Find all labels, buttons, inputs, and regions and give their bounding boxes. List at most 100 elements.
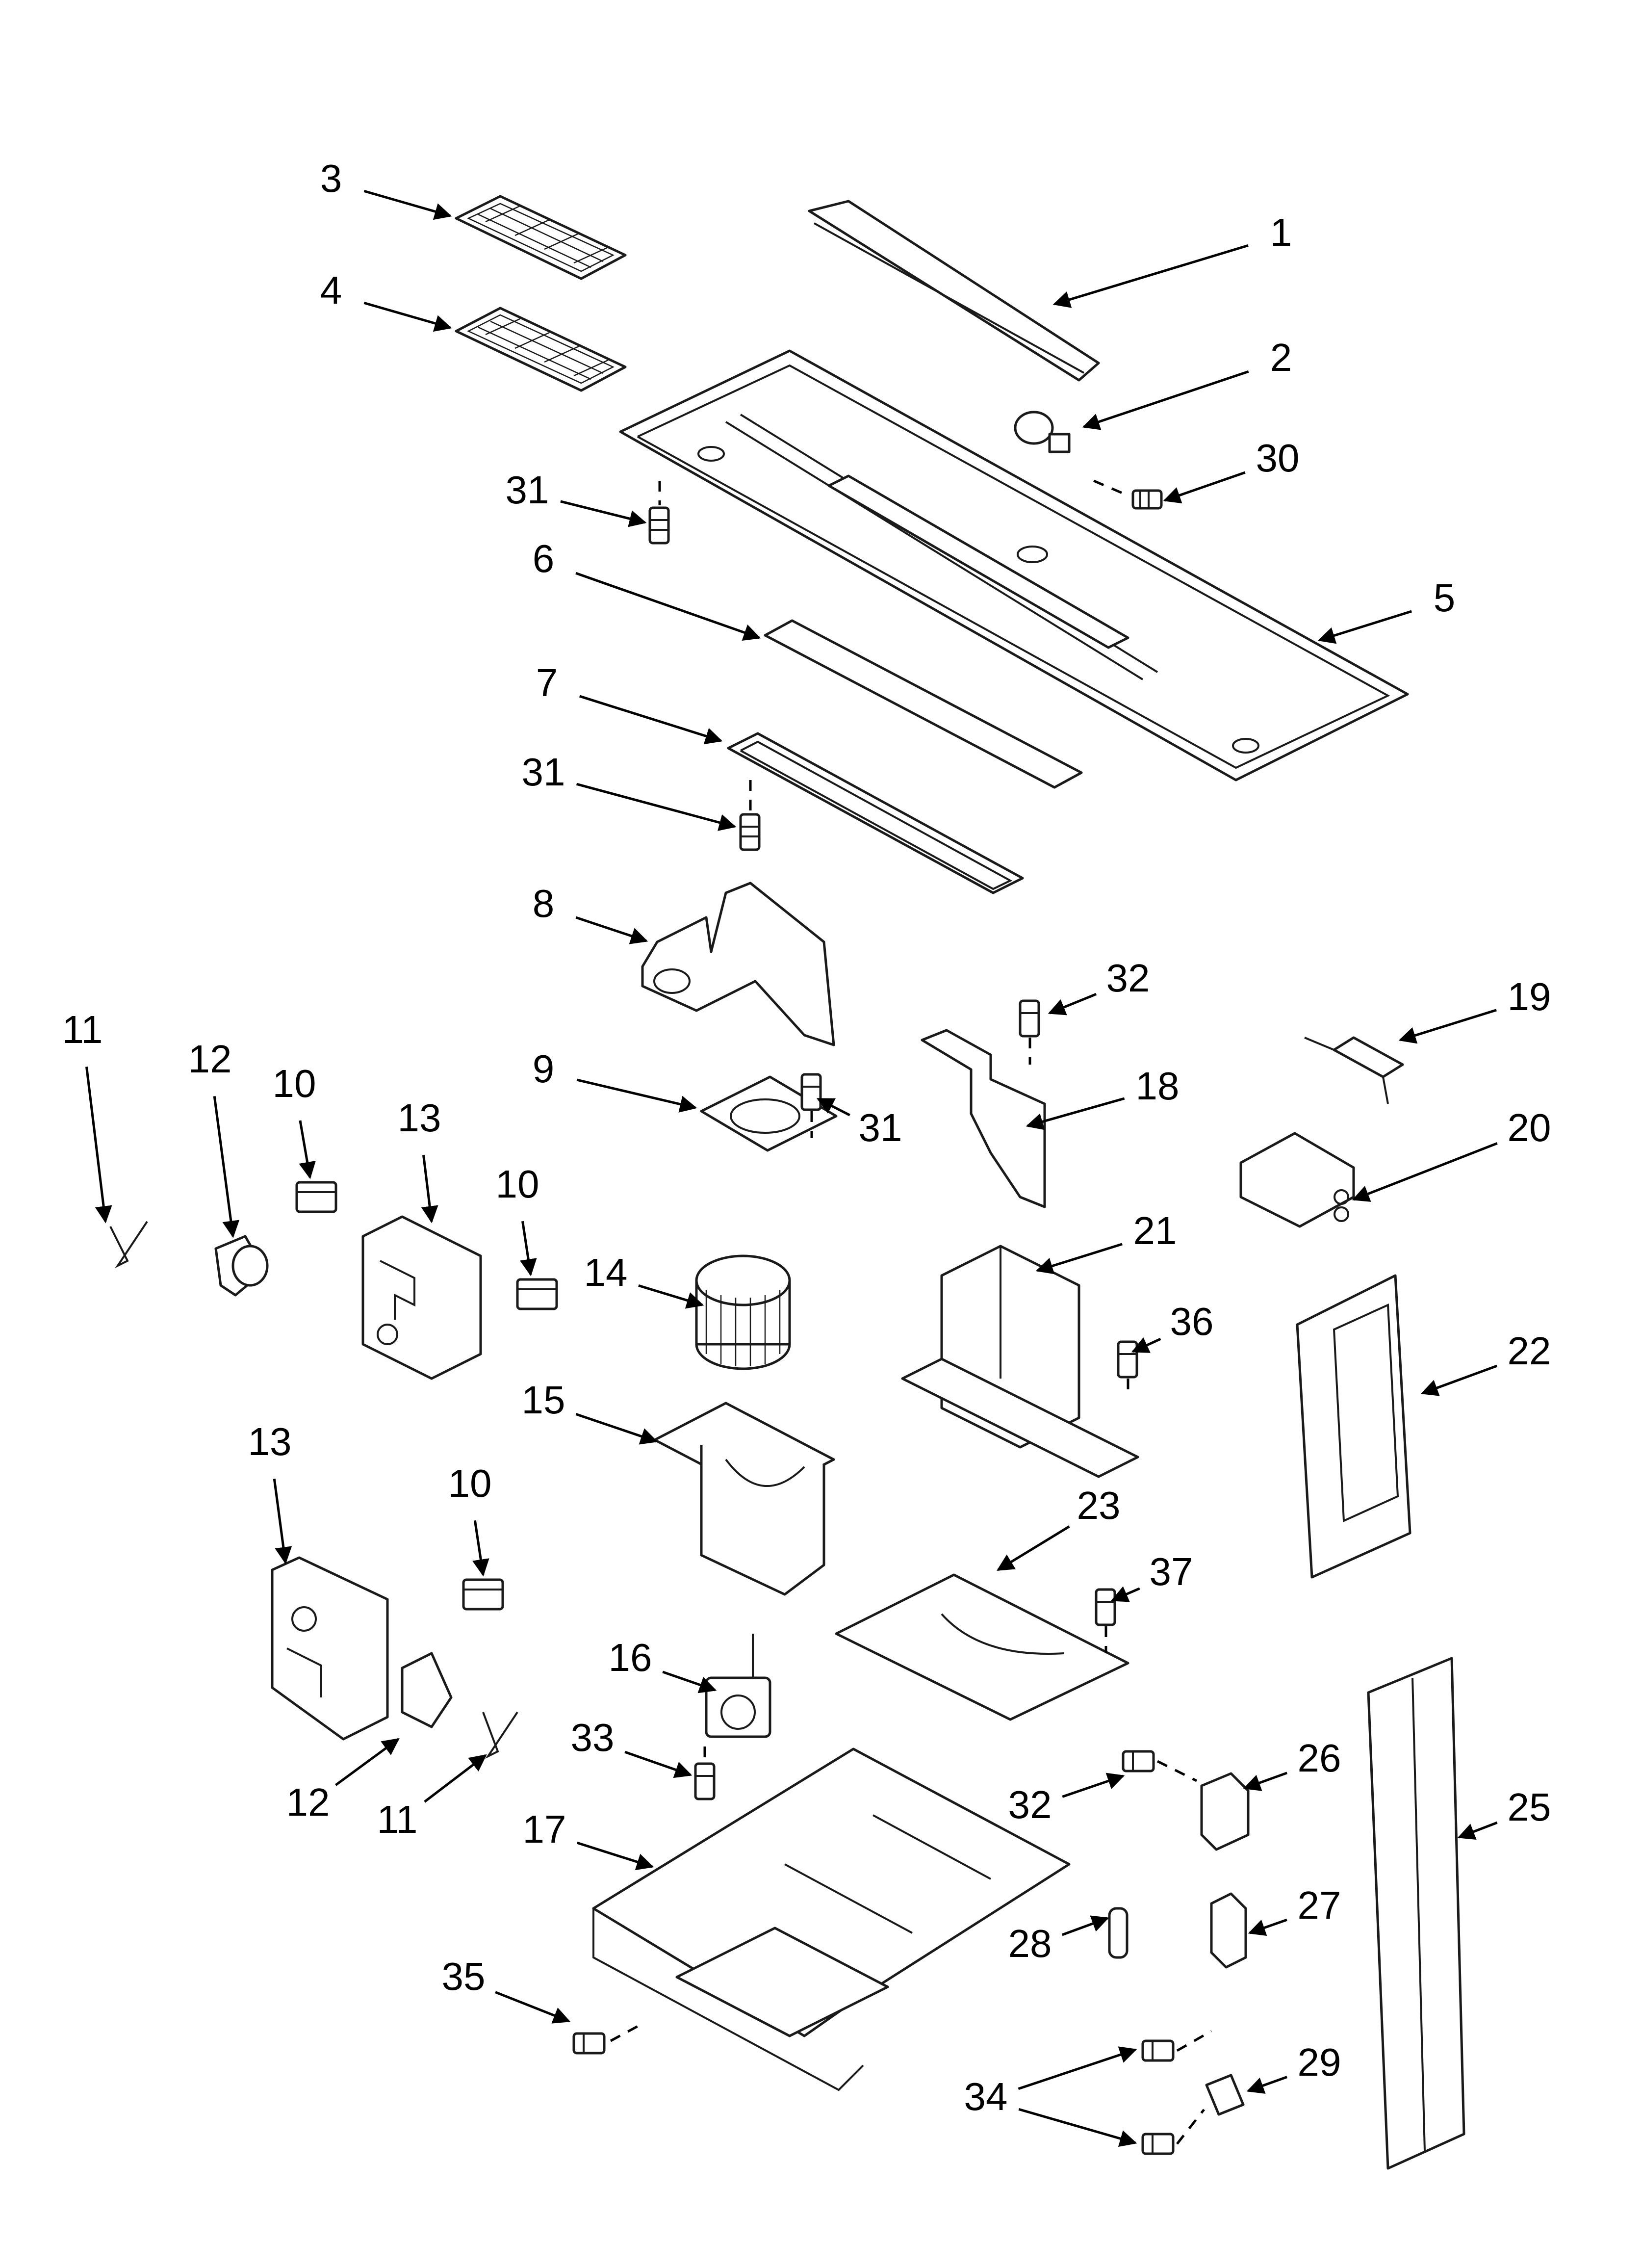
callout-label: 32	[1106, 956, 1150, 1000]
part-mounting-bracket	[921, 1029, 1046, 1208]
callout-label: 31	[522, 750, 565, 794]
callout-c26: 26	[1243, 1736, 1341, 1791]
part-screw-36	[1117, 1340, 1138, 1379]
callout-c13a: 13	[398, 1096, 441, 1224]
callout-c3: 3	[320, 156, 452, 220]
part-spring-clip-11a	[109, 1221, 148, 1269]
callout-label: 10	[496, 1162, 539, 1206]
callout-leader	[299, 1120, 316, 1179]
callout-c32a: 32	[1048, 956, 1150, 1016]
callout-c35: 35	[442, 1955, 571, 2024]
part-spring-clip-11b	[482, 1711, 518, 1759]
part-vertical-rail	[1367, 1657, 1465, 2170]
callout-label: 33	[571, 1716, 615, 1759]
callout-label: 29	[1298, 2040, 1341, 2084]
callout-label: 19	[1508, 975, 1551, 1018]
callout-leader	[1061, 1915, 1109, 1936]
part-fuse-clip	[1210, 1892, 1247, 1969]
callout-label: 28	[1008, 1922, 1052, 1965]
callout-label: 36	[1170, 1300, 1214, 1343]
callout-c31c: 31	[816, 1097, 902, 1149]
callout-c9: 9	[533, 1047, 697, 1113]
callout-c15: 15	[522, 1378, 658, 1445]
callout-c14: 14	[584, 1251, 704, 1309]
callout-c11a: 11	[62, 1008, 112, 1224]
callout-leader	[576, 782, 737, 831]
part-insulation-strip	[764, 619, 1083, 789]
callout-label: 13	[398, 1096, 441, 1140]
callout-label: 22	[1508, 1329, 1551, 1373]
part-screw-31a	[648, 506, 670, 545]
callout-leader	[495, 1991, 571, 2024]
callout-c37: 37	[1110, 1550, 1193, 1602]
part-retaining-clip	[1205, 2074, 1245, 2116]
callout-c6: 6	[533, 537, 761, 641]
part-latch-bracket-13b	[271, 1556, 389, 1741]
callout-c36: 36	[1131, 1300, 1214, 1353]
part-grease-filter-top	[455, 195, 627, 280]
callout-label: 20	[1508, 1106, 1551, 1149]
callout-leader	[662, 1670, 717, 1694]
callout-c12b: 12	[286, 1738, 400, 1824]
callout-leader	[472, 1520, 489, 1577]
callout-label: 11	[62, 1008, 103, 1051]
part-screw-35	[572, 2032, 606, 2055]
callout-c10b: 10	[496, 1162, 539, 1277]
part-capacitor	[1239, 1132, 1355, 1228]
part-filter-frame	[727, 732, 1024, 894]
callout-c32b: 32	[1008, 1773, 1125, 1826]
part-screw-31b	[739, 813, 761, 851]
callout-c11b: 11	[377, 1754, 487, 1841]
callout-c2: 2	[1082, 336, 1292, 430]
callout-label: 21	[1133, 1209, 1177, 1252]
callout-leader	[1018, 2046, 1137, 2090]
callout-leader	[1352, 1142, 1498, 1202]
callout-c31b: 31	[522, 750, 737, 831]
callout-label: 8	[533, 882, 555, 925]
part-bottom-plate	[619, 349, 1409, 782]
callout-leader	[421, 1155, 438, 1224]
callout-c16: 16	[609, 1636, 717, 1694]
part-screw-31c	[800, 1073, 822, 1111]
callout-leader	[1420, 1364, 1498, 1396]
part-transformer	[901, 1245, 1139, 1478]
callout-c5: 5	[1317, 576, 1455, 644]
callout-label: 10	[273, 1062, 316, 1105]
callout-label: 32	[1008, 1783, 1052, 1826]
callout-leader	[1035, 1243, 1123, 1275]
callout-c8: 8	[533, 882, 648, 944]
callout-label: 17	[523, 1807, 566, 1851]
callout-c13b: 13	[248, 1420, 292, 1564]
callout-label: 30	[1256, 436, 1300, 480]
callout-label: 27	[1298, 1883, 1341, 1927]
callout-c17: 17	[523, 1807, 654, 1871]
callout-leader	[576, 1841, 654, 1871]
callout-leader	[560, 500, 647, 527]
callout-leader	[424, 1754, 487, 1803]
part-screw-34b	[1141, 2133, 1175, 2155]
part-door-actuator-12b	[401, 1652, 453, 1728]
part-switch-10a	[295, 1181, 337, 1213]
callout-label: 10	[448, 1461, 492, 1505]
part-screw-32a	[1019, 999, 1040, 1038]
part-screw-34a	[1141, 2039, 1175, 2062]
callout-c18: 18	[1026, 1064, 1179, 1130]
callout-label: 3	[320, 156, 342, 200]
callout-c10c: 10	[448, 1461, 492, 1577]
callout-leader	[363, 301, 452, 332]
callout-leader	[363, 189, 452, 220]
callout-c4: 4	[320, 268, 452, 332]
callout-label: 9	[533, 1047, 555, 1091]
callout-leader	[576, 1078, 697, 1113]
callout-leader	[1248, 1918, 1287, 1936]
callout-label: 35	[442, 1955, 486, 1998]
callout-c29: 29	[1246, 2040, 1341, 2094]
callout-leader	[575, 572, 761, 641]
callout-c25: 25	[1457, 1785, 1551, 1840]
callout-label: 31	[506, 468, 549, 512]
callout-leader	[638, 1284, 704, 1309]
callout-c7: 7	[536, 661, 723, 745]
callout-c34: 34	[964, 2046, 1137, 2118]
callout-label: 31	[859, 1106, 902, 1149]
